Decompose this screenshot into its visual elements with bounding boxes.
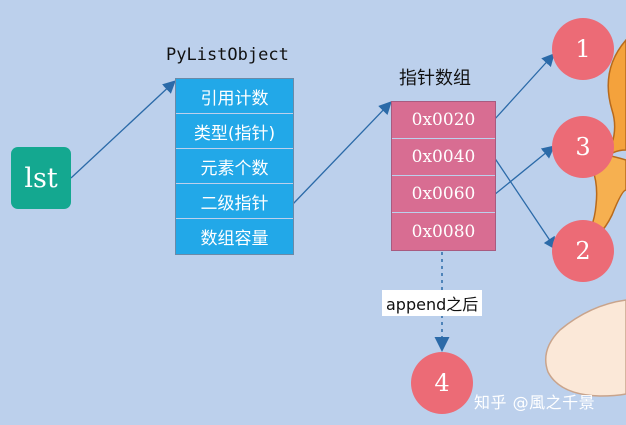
watermark-text: 知乎 @風之千景 xyxy=(474,393,596,412)
arrow-cell0-to-node1 xyxy=(493,53,555,121)
object-node-2: 2 xyxy=(552,220,614,282)
hair-strand-top xyxy=(603,38,626,161)
pointer-cell: 0x0020 xyxy=(392,102,495,139)
arrow-cell1-to-node2 xyxy=(493,156,557,251)
pointer-cell: 0x0060 xyxy=(392,176,495,213)
object-node-4: 4 xyxy=(411,352,473,414)
struct-field-capacity: 数组容量 xyxy=(176,219,293,254)
pointer-cell: 0x0080 xyxy=(392,213,495,250)
pointer-array-title: 指针数组 xyxy=(399,68,471,89)
variable-lst: lst xyxy=(11,147,71,209)
struct-field-type: 类型(指针) xyxy=(176,114,293,149)
struct-title: PyListObject xyxy=(166,45,289,65)
struct-field-refcount: 引用计数 xyxy=(176,79,293,114)
pylistobject-struct: 引用计数 类型(指针) 元素个数 二级指针 数组容量 xyxy=(175,78,294,255)
append-label: append之后 xyxy=(382,290,483,316)
object-node-3: 3 xyxy=(552,116,614,178)
pointer-array: 0x0020 0x0040 0x0060 0x0080 xyxy=(391,101,496,251)
struct-field-size: 元素个数 xyxy=(176,149,293,184)
arrow-cell2-to-node3 xyxy=(493,145,556,196)
struct-field-item-pointer: 二级指针 xyxy=(176,184,293,219)
object-node-1: 1 xyxy=(552,18,614,80)
hand-shape xyxy=(545,299,626,397)
arrow-ptr-to-array xyxy=(291,101,392,206)
pointer-cell: 0x0040 xyxy=(392,139,495,176)
arrow-lst-to-struct xyxy=(70,80,176,179)
